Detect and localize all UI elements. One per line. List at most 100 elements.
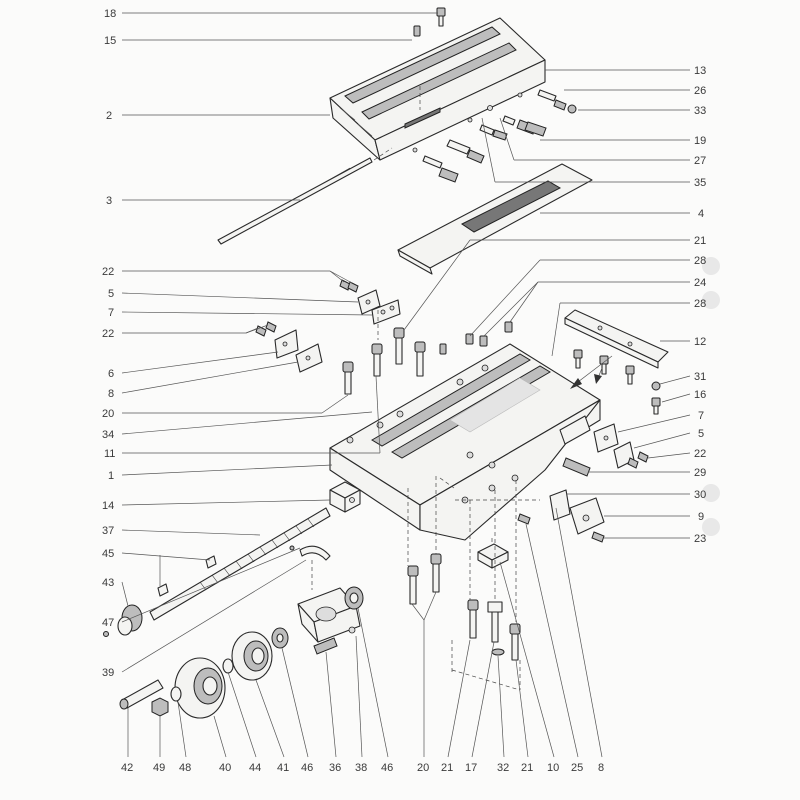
label-28-a: 28 bbox=[694, 255, 706, 267]
label-14: 14 bbox=[102, 500, 114, 512]
label-13: 13 bbox=[694, 65, 706, 77]
label-7-b: 7 bbox=[698, 410, 704, 422]
label-8-bottom: 8 bbox=[598, 762, 604, 774]
label-26: 26 bbox=[694, 85, 706, 97]
label-5-a: 5 bbox=[108, 288, 114, 300]
label-22-a: 22 bbox=[102, 266, 114, 278]
label-36: 36 bbox=[329, 762, 341, 774]
nut-part-49 bbox=[151, 697, 169, 717]
label-2: 2 bbox=[106, 110, 112, 122]
label-3: 3 bbox=[106, 195, 112, 207]
punch-hole bbox=[702, 484, 720, 502]
label-25: 25 bbox=[571, 762, 583, 774]
punch-hole bbox=[702, 518, 720, 536]
label-46-a: 46 bbox=[301, 762, 313, 774]
punch-hole bbox=[702, 291, 720, 309]
label-27: 27 bbox=[694, 155, 706, 167]
screw-set-22-left bbox=[255, 279, 359, 337]
label-35: 35 bbox=[694, 177, 706, 189]
screw-part-18 bbox=[436, 7, 446, 27]
strip-part-12 bbox=[564, 309, 669, 415]
label-21-bottom-a: 21 bbox=[441, 762, 453, 774]
bearing-part-46 bbox=[344, 586, 364, 610]
label-23: 23 bbox=[694, 533, 706, 545]
label-24: 24 bbox=[694, 277, 706, 289]
gib-part-7 bbox=[371, 299, 401, 325]
base-part-1 bbox=[329, 343, 601, 541]
assembly-lines bbox=[311, 86, 540, 691]
handle-part-42 bbox=[119, 679, 164, 710]
label-18: 18 bbox=[104, 8, 116, 20]
label-48: 48 bbox=[179, 762, 191, 774]
label-15: 15 bbox=[104, 35, 116, 47]
key-part-45 bbox=[157, 555, 217, 597]
bracket-part-9 bbox=[569, 497, 605, 535]
nut-part-10 bbox=[477, 543, 509, 569]
label-43: 43 bbox=[102, 577, 114, 589]
label-8: 8 bbox=[108, 388, 114, 400]
screw-part-36 bbox=[313, 637, 338, 655]
label-22-b: 22 bbox=[102, 328, 114, 340]
label-16: 16 bbox=[694, 389, 706, 401]
punch-hole bbox=[702, 257, 720, 275]
label-44: 44 bbox=[249, 762, 261, 774]
cover-plate-part-4 bbox=[397, 163, 593, 275]
label-29: 29 bbox=[694, 467, 706, 479]
gib-part-5 bbox=[357, 289, 381, 315]
screw-set-top-right bbox=[422, 89, 577, 183]
label-34: 34 bbox=[102, 429, 114, 441]
clip-part-47 bbox=[289, 545, 331, 561]
label-1: 1 bbox=[108, 470, 114, 482]
nut-block-part-14 bbox=[329, 481, 361, 513]
label-19: 19 bbox=[694, 135, 706, 147]
ring-part-39 bbox=[222, 658, 234, 674]
gib-part-7-right bbox=[593, 423, 619, 453]
direction-arrows bbox=[570, 355, 613, 389]
label-45: 45 bbox=[102, 548, 114, 560]
pin-part-15 bbox=[413, 25, 421, 37]
label-28-b: 28 bbox=[694, 298, 706, 310]
label-10: 10 bbox=[547, 762, 559, 774]
leader-lines bbox=[121, 12, 691, 758]
gib-part-6 bbox=[274, 329, 299, 359]
label-20: 20 bbox=[102, 408, 114, 420]
label-46-b: 46 bbox=[381, 762, 393, 774]
label-12: 12 bbox=[694, 336, 706, 348]
screw-part-25 bbox=[517, 513, 531, 525]
label-9: 9 bbox=[698, 511, 704, 523]
gib-part-8 bbox=[295, 343, 323, 373]
guide-rod-part-3 bbox=[217, 147, 393, 245]
dial-part-41 bbox=[231, 631, 273, 681]
plate-part-30 bbox=[549, 489, 571, 521]
label-40: 40 bbox=[219, 762, 231, 774]
pin-part-29 bbox=[562, 457, 591, 477]
label-39: 39 bbox=[102, 667, 114, 679]
screw-set-vertical bbox=[342, 321, 513, 395]
label-49: 49 bbox=[153, 762, 165, 774]
label-41: 41 bbox=[277, 762, 289, 774]
label-30: 30 bbox=[694, 489, 706, 501]
label-5-b: 5 bbox=[698, 428, 704, 440]
label-47: 47 bbox=[102, 617, 114, 629]
label-21-bottom-b: 21 bbox=[521, 762, 533, 774]
label-22-c: 22 bbox=[694, 448, 706, 460]
label-33: 33 bbox=[694, 105, 706, 117]
part-labels: 18 15 2 3 22 5 7 22 6 8 20 34 11 1 14 37… bbox=[102, 8, 706, 774]
label-20-bottom: 20 bbox=[417, 762, 429, 774]
washer-part-48 bbox=[170, 686, 182, 702]
top-table-part bbox=[329, 17, 546, 161]
screw-part-23 bbox=[591, 531, 605, 543]
label-11: 11 bbox=[104, 448, 115, 460]
label-37: 37 bbox=[102, 525, 114, 537]
label-21: 21 bbox=[694, 235, 706, 247]
label-31: 31 bbox=[694, 371, 706, 383]
handwheel-part-40 bbox=[174, 657, 226, 719]
label-4: 4 bbox=[698, 208, 704, 220]
label-6: 6 bbox=[108, 368, 114, 380]
bearing-part-46-small bbox=[271, 627, 289, 649]
label-7-a: 7 bbox=[108, 307, 114, 319]
label-42: 42 bbox=[121, 762, 133, 774]
screw-set-22-right bbox=[627, 451, 649, 469]
